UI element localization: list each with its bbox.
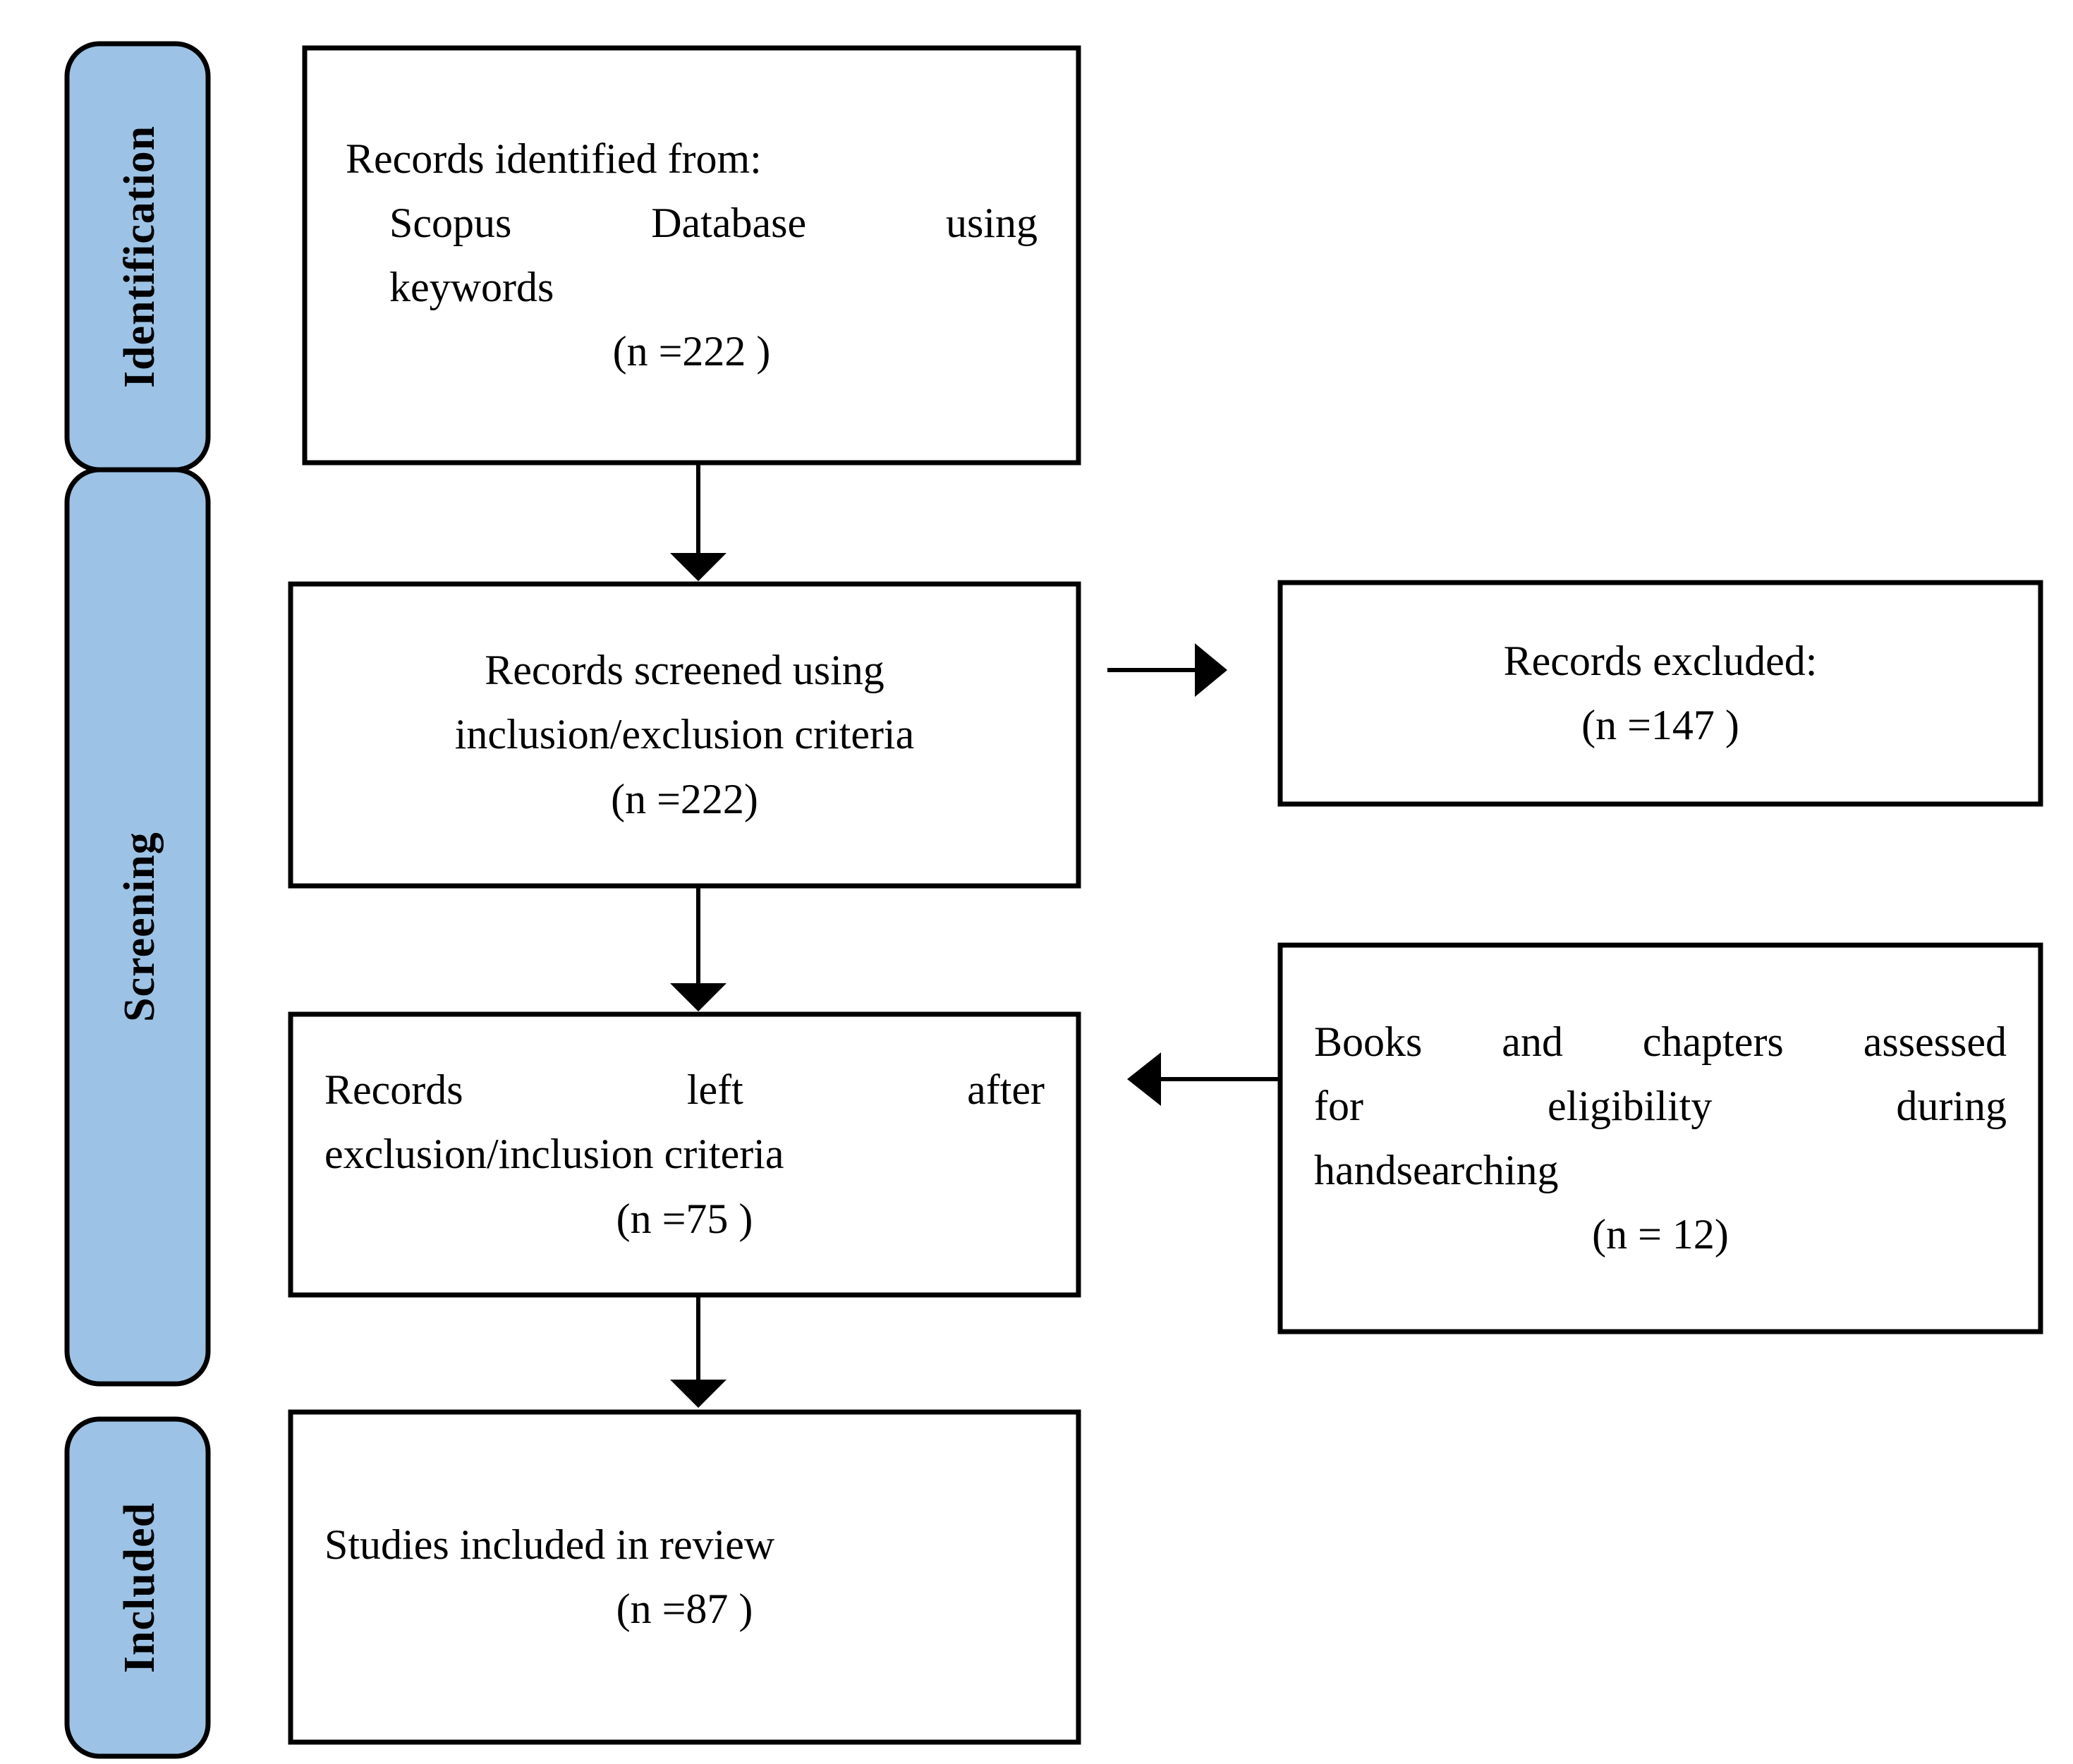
box-records-identified-line3: keywords [389,264,554,310]
arrow-left-after-to-included [670,1295,727,1408]
box-studies-included: Studies included in review (n =87 ) [288,1409,1081,1745]
arrowhead-down-icon [670,553,727,581]
box-records-excluded-shape [1277,580,2043,807]
stage-identification-label: Identification [116,126,164,388]
box-records-identified-line2: Scopus Database using [389,199,1038,246]
box-records-screened-count: (n =222) [611,775,758,822]
stage-identification: Identification [64,41,211,473]
arrowhead-down-icon [670,983,727,1011]
box-records-identified: Records identified from: Scopus Database… [302,45,1081,466]
box-studies-included-line1: Studies included in review [324,1521,775,1568]
box-records-identified-count: (n =222 ) [612,328,771,375]
box-records-left-after-line1: Records left after [324,1066,1045,1114]
arrowhead-left-icon [1127,1052,1161,1106]
stage-screening-label: Screening [116,832,164,1022]
box-handsearch-assessed: Books and chapters assessed for eligibil… [1277,942,2043,1334]
box-records-screened-line2: inclusion/exclusion criteria [454,711,915,758]
arrowhead-right-icon [1195,643,1227,697]
box-studies-included-count: (n =87 ) [616,1586,753,1632]
box-records-screened-shape [288,581,1081,889]
stage-screening-shape [64,467,211,1387]
arrow-handsearch-to-left-after [1127,1052,1284,1106]
arrow-screened-to-left-after [670,886,727,1011]
box-handsearch-assessed-line1: Books and chapters assessed [1314,1018,2007,1065]
stage-included-label: Included [116,1502,164,1673]
stage-included: Included [64,1416,211,1759]
box-handsearch-assessed-line2: for eligibility during [1314,1082,2007,1129]
box-handsearch-assessed-count: (n = 12) [1592,1211,1729,1258]
stage-screening: Screening [64,467,211,1387]
stage-included-shape [64,1416,211,1759]
box-records-screened-line1: Records screened using [485,647,884,694]
arrow-screened-to-excluded [1107,643,1227,697]
box-records-left-after: Records left after exclusion/inclusion c… [288,1011,1081,1298]
box-studies-included-shape [288,1409,1081,1745]
arrow-identified-to-screened [670,463,727,581]
box-records-identified-line1: Records identified from: [346,135,762,182]
box-records-identified-shape [302,45,1081,466]
box-records-left-after-line2: exclusion/inclusion criteria [324,1131,784,1178]
box-records-excluded: Records excluded: (n =147 ) [1277,580,2043,807]
box-records-screened: Records screened using inclusion/exclusi… [288,581,1081,889]
arrowhead-down-icon [670,1380,727,1408]
box-handsearch-assessed-line3: handsearching [1314,1147,1559,1193]
box-records-left-after-shape [288,1011,1081,1298]
box-records-left-after-count: (n =75 ) [616,1195,753,1242]
box-handsearch-assessed-shape [1277,942,2043,1334]
box-records-excluded-count: (n =147 ) [1581,702,1739,748]
box-records-excluded-line1: Records excluded: [1503,637,1818,684]
